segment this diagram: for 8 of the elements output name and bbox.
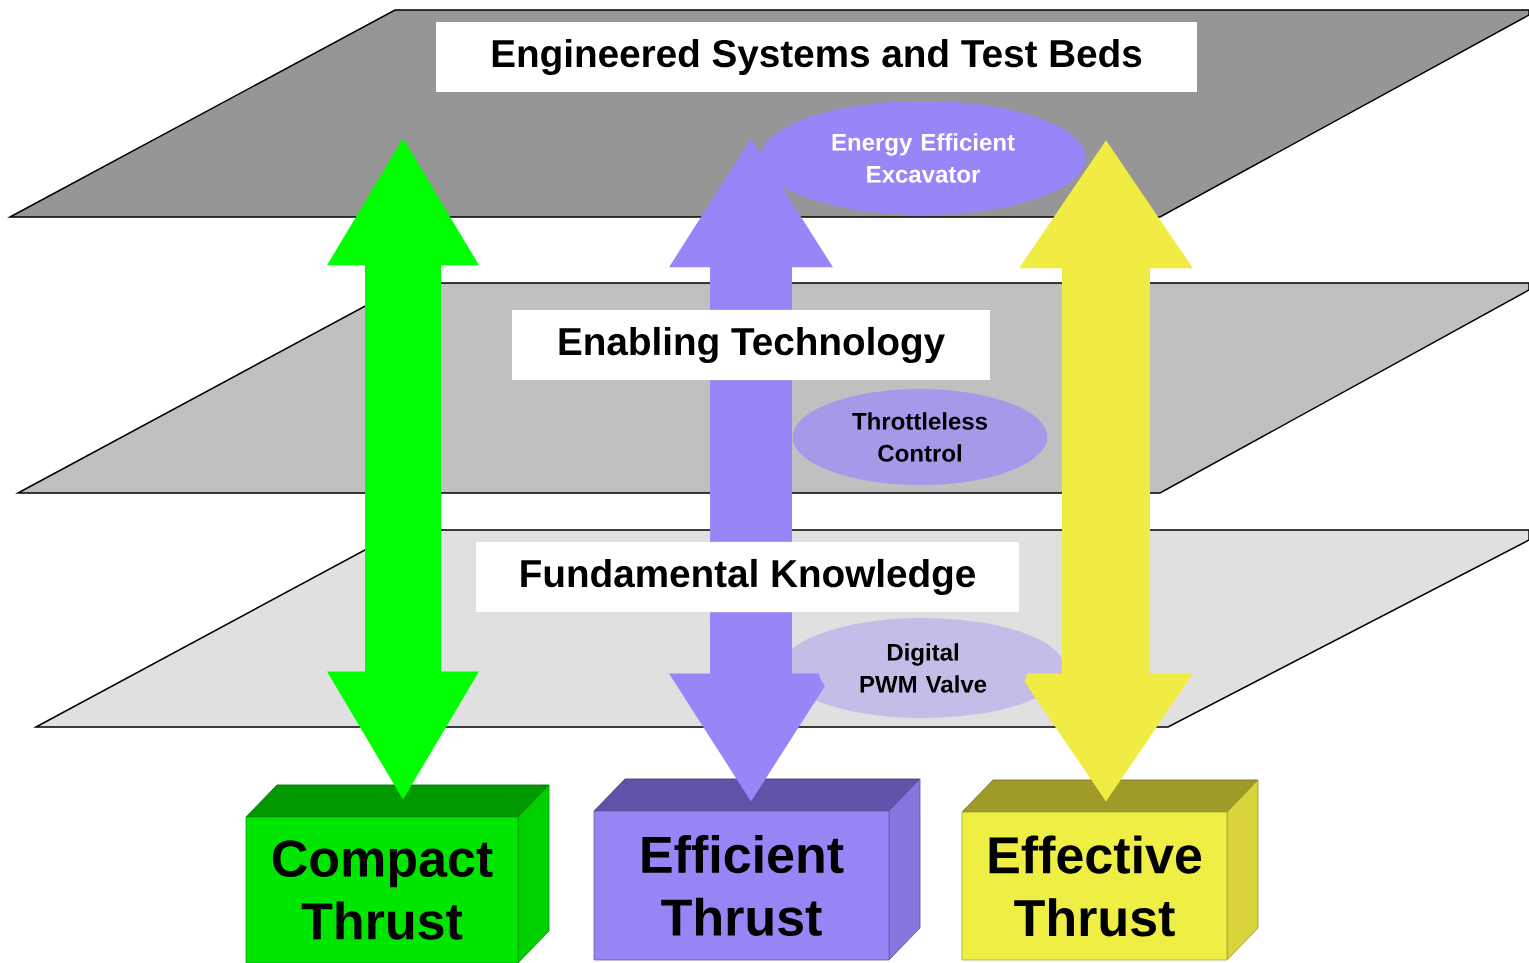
double-arrow: [1019, 140, 1193, 802]
cube: Efficient Thrust: [593, 778, 921, 961]
cube: Effective Thrust: [961, 779, 1259, 961]
cube: Compact Thrust: [245, 784, 550, 963]
double-arrow: [327, 138, 479, 800]
ellipse-label: Throttleless Control: [792, 389, 1048, 485]
double-arrow: [669, 138, 833, 802]
ellipse-label: Energy Efficient Excavator: [760, 101, 1086, 215]
